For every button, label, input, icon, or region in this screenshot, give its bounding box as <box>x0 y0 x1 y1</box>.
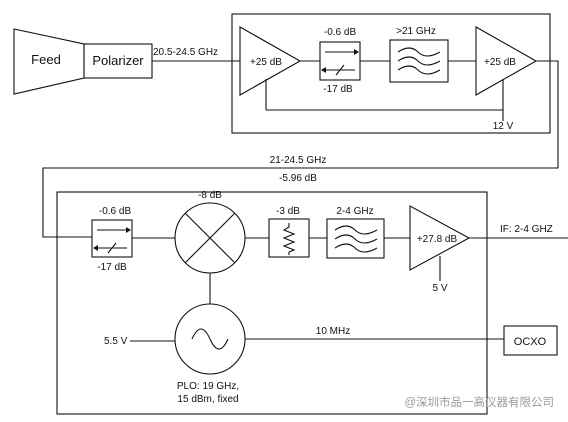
if-output-label: IF: 2-4 GHZ <box>500 224 553 235</box>
mixer-loss: -8 dB <box>198 190 222 201</box>
isolator-2-reverse-head <box>93 245 98 251</box>
interconnect-cable <box>42 60 559 238</box>
isolator-1-reverse-head <box>321 67 326 73</box>
bpf-passband: 2-4 GHz <box>336 206 373 217</box>
isolator-2-loss: -0.6 dB <box>99 206 132 217</box>
plo-spec-line-1: PLO: 19 GHz, <box>177 381 239 392</box>
isolator-2 <box>91 219 133 258</box>
lna-1-gain: +25 dB <box>250 57 282 68</box>
frontend-supply: 12 V <box>493 121 514 132</box>
isolator-1-slash <box>335 64 345 76</box>
isolator-1-reverse-loss: -17 dB <box>323 84 353 95</box>
attenuator-resistor <box>282 223 296 255</box>
mixer-cross-b <box>184 212 236 264</box>
lna-2-gain: +25 dB <box>484 57 516 68</box>
lna-1-amplifier <box>239 26 302 96</box>
filter-wave-1 <box>397 47 441 57</box>
isolator-2-slash <box>107 242 117 254</box>
isolator-1 <box>319 41 361 81</box>
feed-label: Feed <box>31 52 61 67</box>
frontend-enclosure <box>231 13 551 134</box>
isolator-2-arrowhead <box>126 227 131 233</box>
ocxo-label: OCXO <box>514 336 547 348</box>
bpf-wave-2 <box>334 234 378 244</box>
if-amp-supply: 5 V <box>432 283 447 294</box>
input-band-label: 20.5-24.5 GHz <box>153 47 218 58</box>
link-band: 21-24.5 GHz <box>270 155 327 166</box>
polarizer-label: Polarizer <box>92 53 144 68</box>
isolator-1-arrowhead <box>354 49 359 55</box>
link-loss: -5.96 dB <box>279 173 317 184</box>
reference-frequency: 10 MHz <box>316 326 350 337</box>
polarizer-block <box>83 43 153 79</box>
plo-supply: 5.5 V <box>104 336 128 347</box>
sine-wave-icon <box>191 328 229 350</box>
attenuator-value: -3 dB <box>276 206 300 217</box>
filter-wave-3 <box>397 65 441 75</box>
filter-wave-2 <box>397 56 441 66</box>
bpf-wave-1 <box>334 225 378 235</box>
plo-spec-line-2: 15 dBm, fixed <box>177 394 238 405</box>
lna-2-amplifier <box>475 26 538 96</box>
isolator-2-reverse-loss: -17 dB <box>97 262 127 273</box>
if-amplifier <box>409 205 471 271</box>
downconverter-enclosure <box>56 191 488 415</box>
hpf-cutoff: >21 GHz <box>396 26 436 37</box>
isolator-1-loss: -0.6 dB <box>324 27 357 38</box>
watermark: @深圳市品一高仪器有限公司 <box>404 395 554 409</box>
ocxo-block <box>503 325 558 356</box>
bpf-wave-3 <box>334 243 378 253</box>
if-amp-gain: +27.8 dB <box>417 234 458 245</box>
